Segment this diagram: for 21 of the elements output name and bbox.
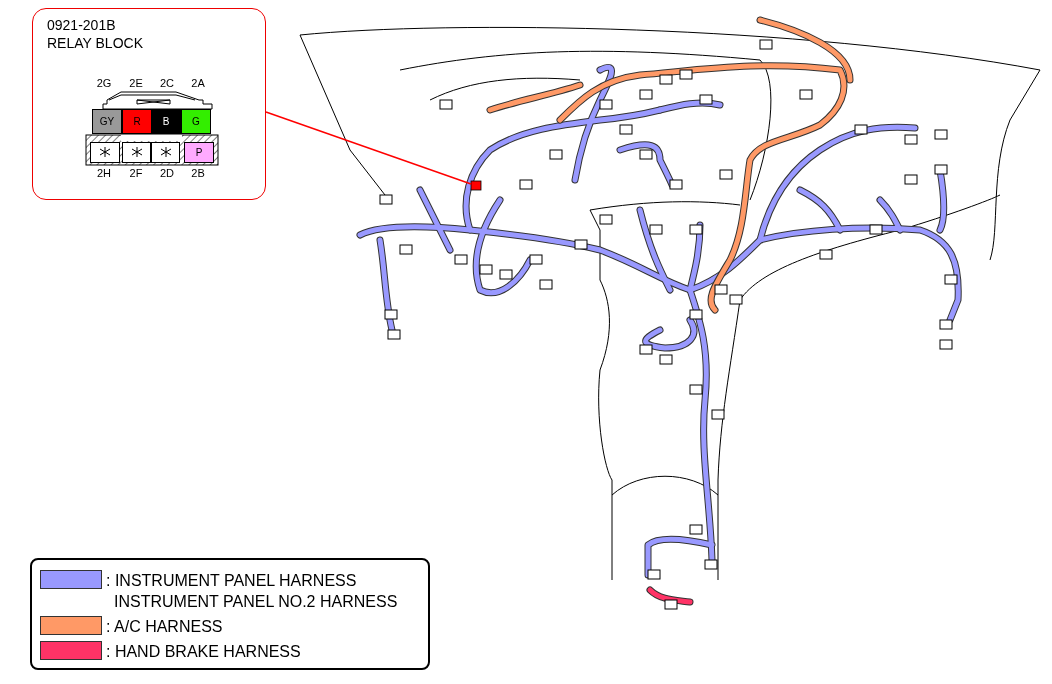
- legend-text: : HAND BRAKE HARNESS: [106, 642, 302, 662]
- pin-label: 2B: [190, 167, 206, 179]
- pin-label: 2G: [95, 77, 113, 89]
- pin-label: 2H: [95, 167, 113, 179]
- terminal-cavity: G: [181, 109, 211, 134]
- leader-line: [265, 111, 472, 185]
- terminal-cavity: B: [151, 109, 181, 134]
- component-name-text: RELAY BLOCK: [47, 35, 143, 51]
- terminal-cavity: P: [184, 142, 214, 163]
- pin-label: 2F: [128, 167, 144, 179]
- legend-text: : INSTRUMENT PANEL HARNESS INSTRUMENT PANEL NO.2 HARNESS: [106, 571, 399, 612]
- pin-label: 2C: [158, 77, 176, 89]
- part-number-text: 0921-201B: [47, 17, 116, 33]
- terminal-cavity: GY: [92, 109, 122, 134]
- pin-label: 2E: [128, 77, 144, 89]
- pin-label: 2A: [190, 77, 206, 89]
- legend-text: : A/C HARNESS: [106, 617, 224, 637]
- relay-location-mark: [470, 180, 482, 191]
- terminal-cavity: R: [122, 109, 152, 134]
- callout-box: [32, 8, 266, 200]
- pin-label: 2D: [158, 167, 176, 179]
